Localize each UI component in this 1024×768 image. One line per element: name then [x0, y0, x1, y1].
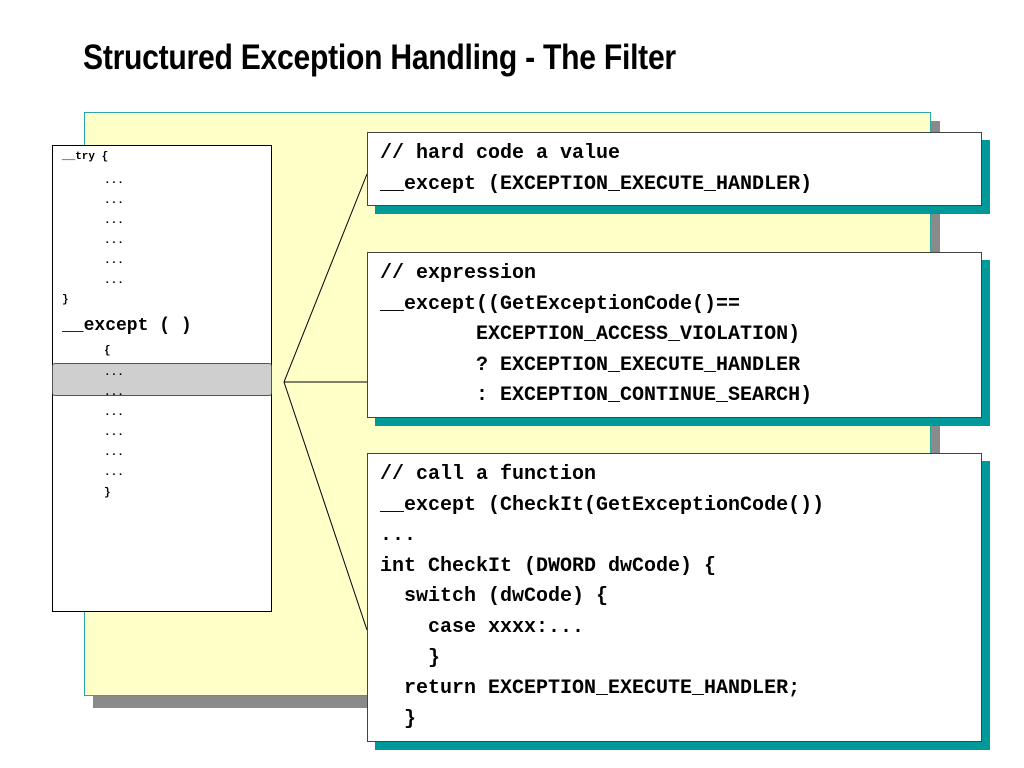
except-body-line: ...	[104, 467, 124, 479]
filter-highlight	[52, 363, 272, 396]
except-body-line: ...	[104, 387, 124, 399]
try-body-line: ...	[104, 235, 124, 247]
try-body-line: ...	[104, 255, 124, 267]
code-line: case xxxx:...	[380, 615, 585, 639]
code-line: // call a function	[380, 463, 597, 486]
try-body-line: ...	[104, 275, 124, 287]
except-header-line: __except ( )	[62, 316, 192, 336]
connector-line-3	[283, 381, 368, 631]
try-body-line: ...	[104, 215, 124, 227]
code-line: ...	[380, 524, 417, 548]
except-body-line: ...	[104, 447, 124, 459]
code-line: int CheckIt (DWORD dwCode) {	[380, 554, 717, 578]
except-body-line: ...	[104, 367, 124, 379]
try-open-line: __try {	[62, 151, 109, 163]
code-line: __except (CheckIt(GetExceptionCode())	[380, 493, 825, 517]
callout-hardcode: // hard code a value __except (EXCEPTION…	[367, 132, 982, 206]
try-body-line: ...	[104, 175, 124, 187]
code-line: EXCEPTION_ACCESS_VIOLATION)	[380, 323, 801, 347]
try-body-line: ...	[104, 195, 124, 207]
callout-function: // call a function __except (CheckIt(Get…	[367, 453, 982, 742]
connector-line-1	[283, 173, 368, 383]
except-body-line: ...	[104, 427, 124, 439]
code-line: }	[380, 707, 417, 731]
except-close-line: }	[104, 487, 111, 499]
slide-title: Structured Exception Handling - The Filt…	[83, 38, 676, 77]
code-line: // expression	[380, 262, 537, 285]
code-line: __except((GetExceptionCode()==	[380, 292, 741, 316]
try-close-line: }	[62, 294, 69, 306]
code-line: __except (EXCEPTION_EXECUTE_HANDLER)	[380, 172, 813, 196]
code-line: }	[380, 646, 441, 670]
code-line: switch (dwCode) {	[380, 585, 609, 609]
code-line: return EXCEPTION_EXECUTE_HANDLER;	[380, 677, 801, 701]
code-line: : EXCEPTION_CONTINUE_SEARCH)	[380, 384, 813, 408]
code-line: // hard code a value	[380, 142, 621, 165]
except-open-line: {	[104, 345, 111, 357]
code-line: ? EXCEPTION_EXECUTE_HANDLER	[380, 353, 801, 377]
except-body-line: ...	[104, 407, 124, 419]
callout-expression: // expression __except((GetExceptionCode…	[367, 252, 982, 418]
